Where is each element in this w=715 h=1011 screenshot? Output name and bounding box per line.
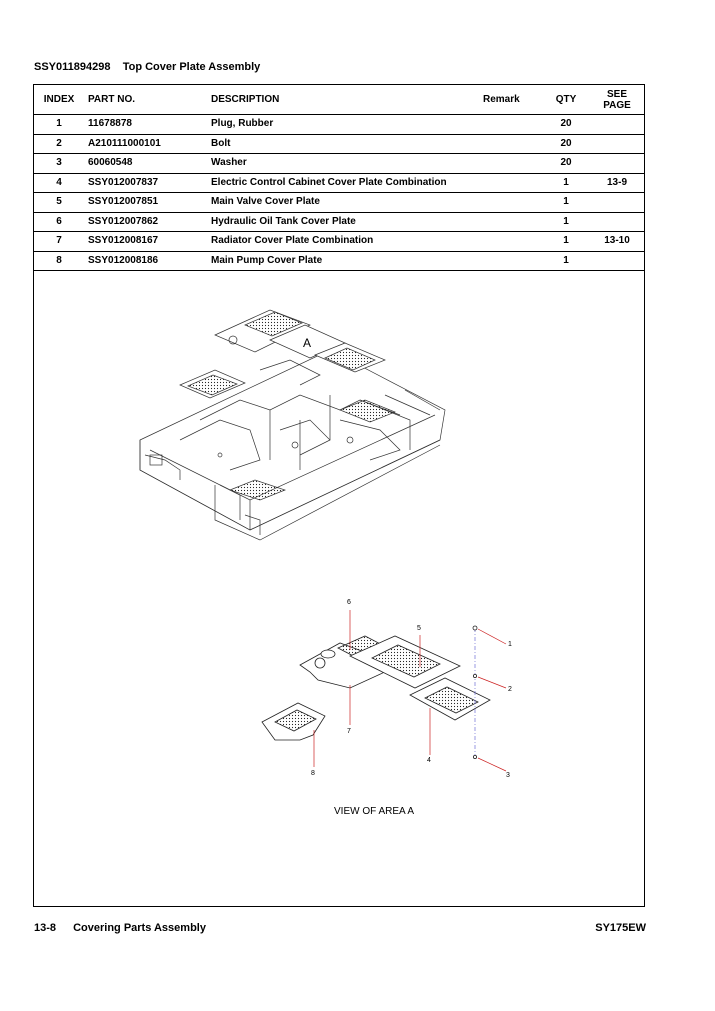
cell-qty: 1 — [542, 212, 590, 232]
callout-3: 3 — [506, 772, 510, 779]
cell-index: 4 — [34, 173, 84, 193]
parts-frame: INDEX PART NO. DESCRIPTION Remark QTY SE… — [33, 84, 645, 907]
callout-7: 7 — [347, 728, 351, 735]
cell-description: Bolt — [207, 134, 482, 154]
table-row: 2 A210111000101 Bolt 20 — [34, 134, 644, 154]
cell-qty: 20 — [542, 134, 590, 154]
assembly-name: Top Cover Plate Assembly — [122, 61, 261, 73]
cell-qty: 20 — [542, 153, 590, 174]
col-description-header: DESCRIPTION — [207, 85, 482, 115]
cell-index: 2 — [34, 134, 84, 154]
callout-leaders — [313, 610, 507, 772]
cell-description: Washer — [207, 153, 482, 174]
cell-part-no: SSY012007837 — [84, 173, 207, 193]
callout-2: 2 — [508, 686, 512, 693]
cell-index: 8 — [34, 251, 84, 271]
assembly-code: SSY011894298 — [34, 61, 111, 73]
cell-description: Plug, Rubber — [207, 114, 482, 135]
cell-see-page: 13-9 — [590, 173, 644, 193]
table-row: 5 SSY012007851 Main Valve Cover Plate 1 — [34, 192, 644, 213]
cell-remark — [482, 251, 542, 271]
cell-index: 3 — [34, 153, 84, 174]
col-see-page-header: SEE PAGE — [590, 85, 644, 115]
cell-index: 1 — [34, 114, 84, 135]
cell-part-no: SSY012008167 — [84, 231, 207, 252]
see-page-line1: SEE — [606, 88, 627, 100]
cell-see-page — [590, 251, 644, 271]
footer-left: 13-8 Covering Parts Assembly — [34, 922, 220, 934]
cell-part-no: 60060548 — [84, 153, 207, 174]
see-page-line2: PAGE — [603, 99, 631, 111]
cell-remark — [482, 134, 542, 154]
cell-see-page — [590, 212, 644, 232]
table-row: 4 SSY012007837 Electric Control Cabinet … — [34, 173, 644, 193]
cell-qty: 1 — [542, 192, 590, 213]
cell-part-no: SSY012007862 — [84, 212, 207, 232]
callout-5: 5 — [417, 625, 421, 632]
col-remark-header: Remark — [482, 85, 542, 115]
cell-remark — [482, 173, 542, 193]
cell-see-page — [590, 114, 644, 135]
cell-index: 7 — [34, 231, 84, 252]
col-part-header: PART NO. — [84, 85, 207, 115]
cell-part-no: SSY012008186 — [84, 251, 207, 271]
cell-remark — [482, 153, 542, 174]
cell-qty: 20 — [542, 114, 590, 135]
area-label: A — [303, 336, 311, 350]
col-index-header: INDEX — [34, 85, 84, 115]
cell-description: Main Pump Cover Plate — [207, 251, 482, 271]
parts-table: INDEX PART NO. DESCRIPTION Remark QTY SE… — [34, 85, 644, 271]
col-qty-header: QTY — [542, 85, 590, 115]
cell-description: Electric Control Cabinet Cover Plate Com… — [207, 173, 482, 193]
cell-index: 5 — [34, 192, 84, 213]
cell-remark — [482, 192, 542, 213]
table-row: 3 60060548 Washer 20 — [34, 153, 644, 174]
cell-qty: 1 — [542, 173, 590, 193]
cell-part-no: 11678878 — [84, 114, 207, 135]
model-name: SY175EW — [595, 922, 646, 934]
chassis-isometric-view — [139, 309, 446, 541]
section-title: Covering Parts Assembly — [73, 922, 206, 934]
cell-index: 6 — [34, 212, 84, 232]
callout-6: 6 — [347, 599, 351, 606]
callout-4: 4 — [427, 757, 431, 764]
table-row: 6 SSY012007862 Hydraulic Oil Tank Cover … — [34, 212, 644, 232]
callout-1: 1 — [508, 641, 512, 648]
table-row: 8 SSY012008186 Main Pump Cover Plate 1 — [34, 251, 644, 271]
table-row: 7 SSY012008167 Radiator Cover Plate Comb… — [34, 231, 644, 252]
view-caption: VIEW OF AREA A — [334, 806, 415, 817]
cell-description: Main Valve Cover Plate — [207, 192, 482, 213]
cell-see-page — [590, 192, 644, 213]
area-a-exploded-view — [261, 625, 491, 760]
cell-part-no: SSY012007851 — [84, 192, 207, 213]
cell-see-page: 13-10 — [590, 231, 644, 252]
page-title: SSY011894298 Top Cover Plate Assembly — [34, 61, 260, 73]
cell-part-no: A210111000101 — [84, 134, 207, 154]
cell-remark — [482, 114, 542, 135]
page-number: 13-8 — [34, 922, 57, 934]
callout-8: 8 — [311, 770, 315, 777]
cell-remark — [482, 212, 542, 232]
cell-see-page — [590, 153, 644, 174]
cell-remark — [482, 231, 542, 252]
table-header-row: INDEX PART NO. DESCRIPTION Remark QTY SE… — [34, 85, 644, 115]
cell-description: Radiator Cover Plate Combination — [207, 231, 482, 252]
callout-numbers: 1 2 3 4 5 6 7 8 — [311, 599, 512, 779]
cell-see-page — [590, 134, 644, 154]
cell-qty: 1 — [542, 251, 590, 271]
cell-qty: 1 — [542, 231, 590, 252]
table-row: 1 11678878 Plug, Rubber 20 — [34, 114, 644, 135]
cell-description: Hydraulic Oil Tank Cover Plate — [207, 212, 482, 232]
